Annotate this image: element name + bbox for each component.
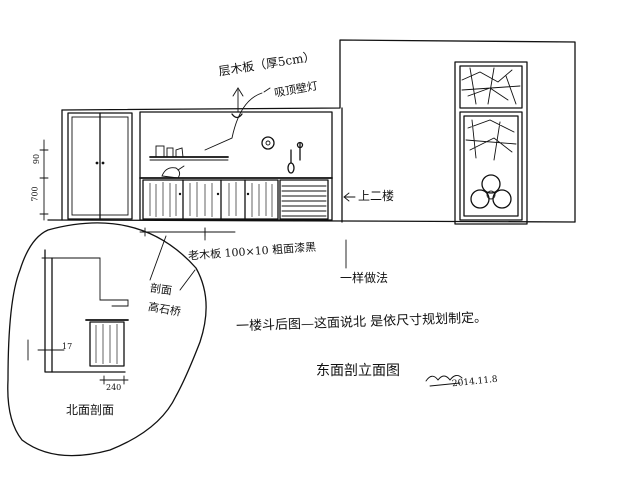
signature-mark <box>425 375 463 387</box>
counter-cabinets <box>139 177 333 220</box>
dim-240: 240 <box>106 383 122 392</box>
leader-lines <box>149 87 356 291</box>
lattice-door <box>454 61 528 225</box>
dim-700: 700 <box>30 186 40 202</box>
label-same-method: 一样做法 <box>340 271 389 285</box>
label-north-section: 北面剖面 <box>66 403 115 417</box>
kitchen-niche <box>139 111 333 221</box>
dim-90: 90 <box>32 153 42 165</box>
label-section: 剖面 <box>149 281 173 298</box>
dim-17: 17 <box>62 342 73 351</box>
label-upstairs: 上二楼 <box>358 189 395 203</box>
width-dimension <box>139 227 236 237</box>
drawing-title: 东面剖立面图 <box>316 363 400 379</box>
wardrobe <box>67 112 133 220</box>
main-elevation <box>47 39 576 223</box>
north-section-outline <box>7 222 207 457</box>
height-dimension <box>39 139 49 221</box>
